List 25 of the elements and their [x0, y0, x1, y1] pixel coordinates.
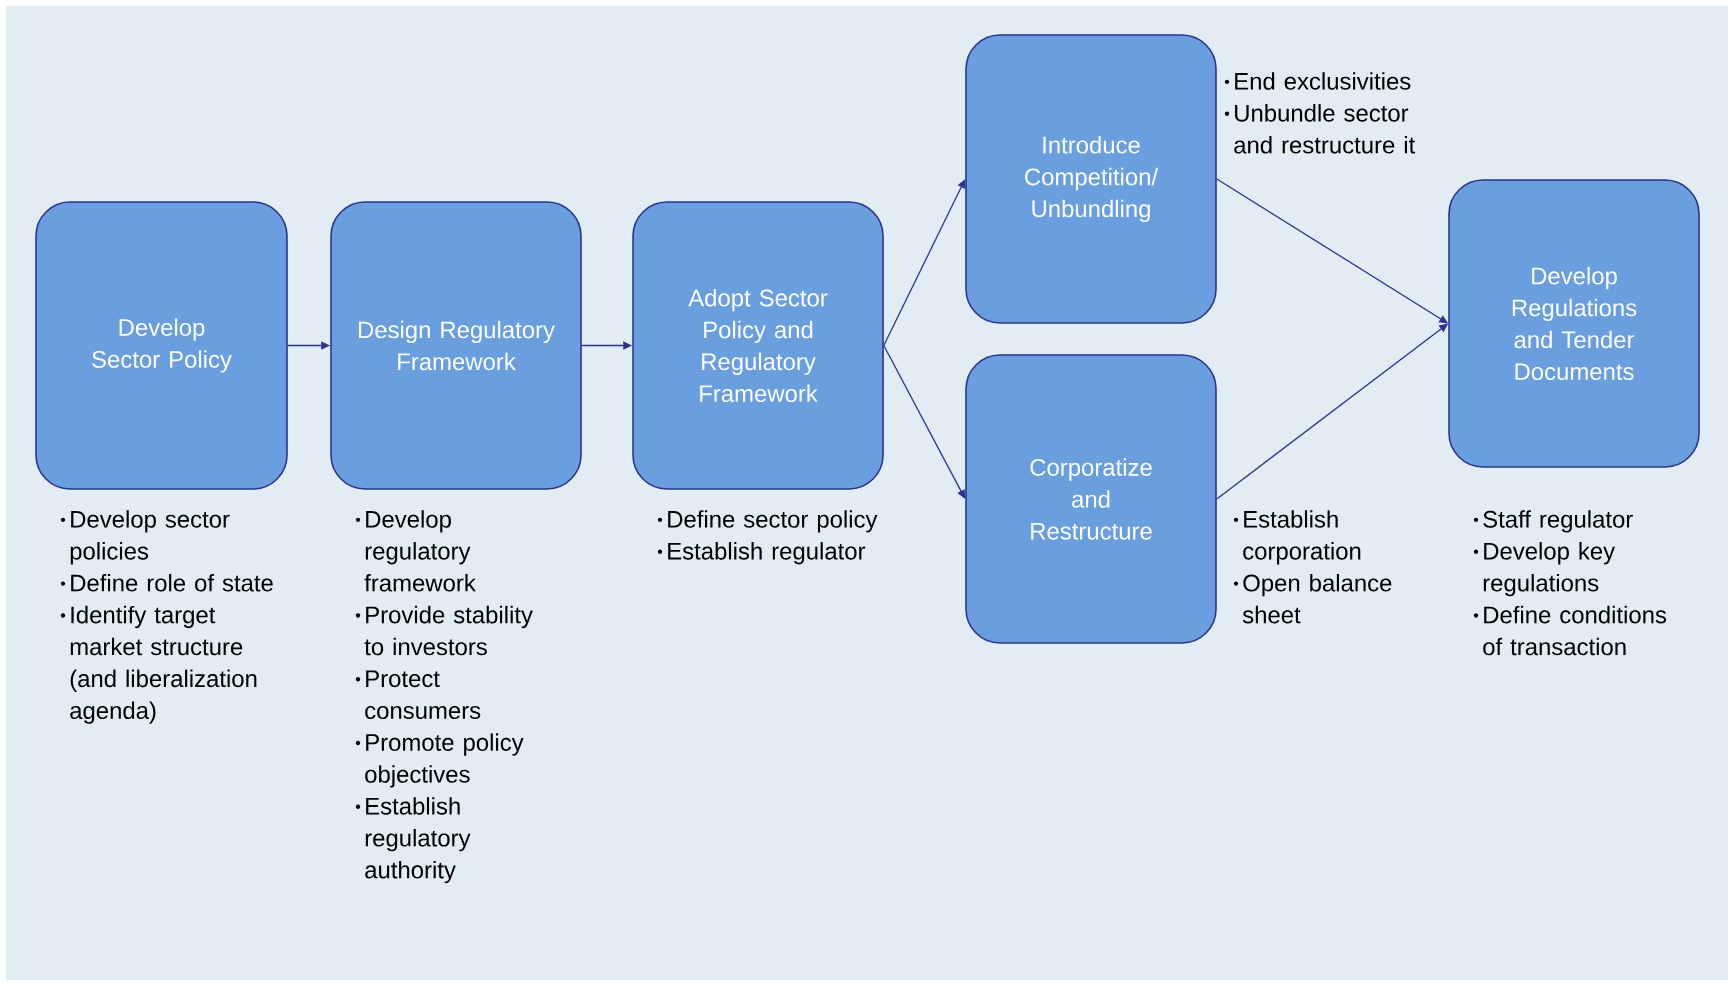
- arrow: [883, 344, 966, 499]
- bullet-item: Promote policy objectives: [365, 733, 524, 788]
- process-box: Corporatize and Restructure: [965, 354, 1217, 644]
- bullet-item: Define role of state: [71, 573, 273, 592]
- bullet-item: Define sector policy: [668, 510, 878, 533]
- bullet-item: Identify target market structure (and liberalization agenda): [70, 605, 257, 724]
- bullet-item: Staff regulator: [1483, 510, 1633, 533]
- arrow: [883, 179, 966, 347]
- bullet-item: Establish corporation: [1243, 510, 1361, 565]
- process-box: Develop Sector Policy: [35, 201, 288, 490]
- bullet-item: Unbundle sector and restructure it: [1234, 104, 1416, 154]
- process-box: Adopt Sector Policy and Regulatory Framework: [632, 201, 884, 490]
- process-box: Introduce Competition/ Unbundling: [965, 34, 1217, 324]
- bullet-item: End exclusivities: [1235, 72, 1411, 90]
- bullet-item: Develop regulatory framework: [364, 510, 476, 592]
- bullet-item: Develop sector policies: [70, 510, 230, 565]
- bullet-item: Establish regulator: [668, 542, 866, 565]
- bullet-item: Define conditions of transaction: [1483, 605, 1667, 656]
- bullet-item: Develop key regulations: [1483, 542, 1616, 597]
- process-box: Develop Regulations and Tender Documents: [1448, 179, 1700, 468]
- bullet-item: Protect consumers: [365, 670, 481, 720]
- process-box: Design Regulatory Framework: [330, 201, 582, 490]
- bullet-item: Establish regulatory authority: [365, 797, 471, 884]
- bullet-item: Provide stability to investors: [364, 605, 533, 656]
- bullet-item: Open balance sheet: [1242, 573, 1392, 624]
